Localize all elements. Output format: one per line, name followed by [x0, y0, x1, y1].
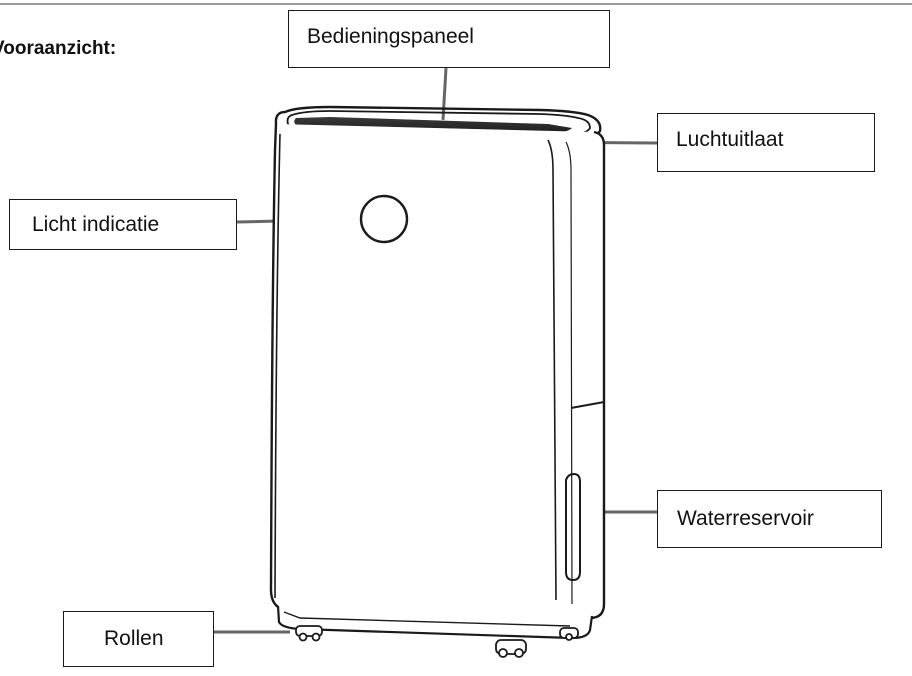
label-wheels-text: Rollen	[104, 627, 164, 650]
tank-top-edge	[570, 401, 605, 409]
label-water-tank: Waterreservoir	[657, 490, 882, 548]
label-control-panel-text: Bedieningspaneel	[307, 25, 474, 48]
body-front-edge	[274, 133, 281, 599]
label-water-tank-text: Waterreservoir	[677, 507, 814, 530]
label-light-indicator: Licht indicatie	[9, 199, 237, 250]
water-tank-part	[565, 401, 605, 582]
device-body	[269, 123, 606, 620]
top-lid-inner	[286, 110, 591, 137]
wheel-front-right-hub	[498, 648, 508, 658]
wheel-back-right-hub	[565, 633, 573, 641]
section-title: Vooraanzicht:	[0, 38, 117, 59]
label-light-indicator-text: Licht indicatie	[32, 212, 160, 236]
label-control-panel: Bedieningspaneel	[288, 10, 610, 68]
base-inner	[283, 611, 571, 627]
label-air-outlet-text: Luchtuitlaat	[676, 128, 784, 151]
label-wheels: Rollen	[63, 611, 214, 667]
wheel-front-left-hub-2	[311, 632, 321, 642]
wheel-front-right-hub-2	[514, 648, 524, 658]
wheel-front-left-hub	[298, 632, 308, 642]
label-air-outlet: Luchtuitlaat	[657, 113, 875, 172]
leader-control-panel	[441, 67, 448, 121]
tank-window	[565, 472, 581, 582]
light-indicator-ring	[359, 194, 409, 244]
body-outline	[269, 123, 606, 620]
body-side-seam	[547, 139, 557, 601]
device-base	[276, 605, 594, 640]
wheels-group	[295, 625, 579, 658]
top-divider	[0, 3, 912, 5]
body-side-seam-inner	[565, 141, 573, 605]
